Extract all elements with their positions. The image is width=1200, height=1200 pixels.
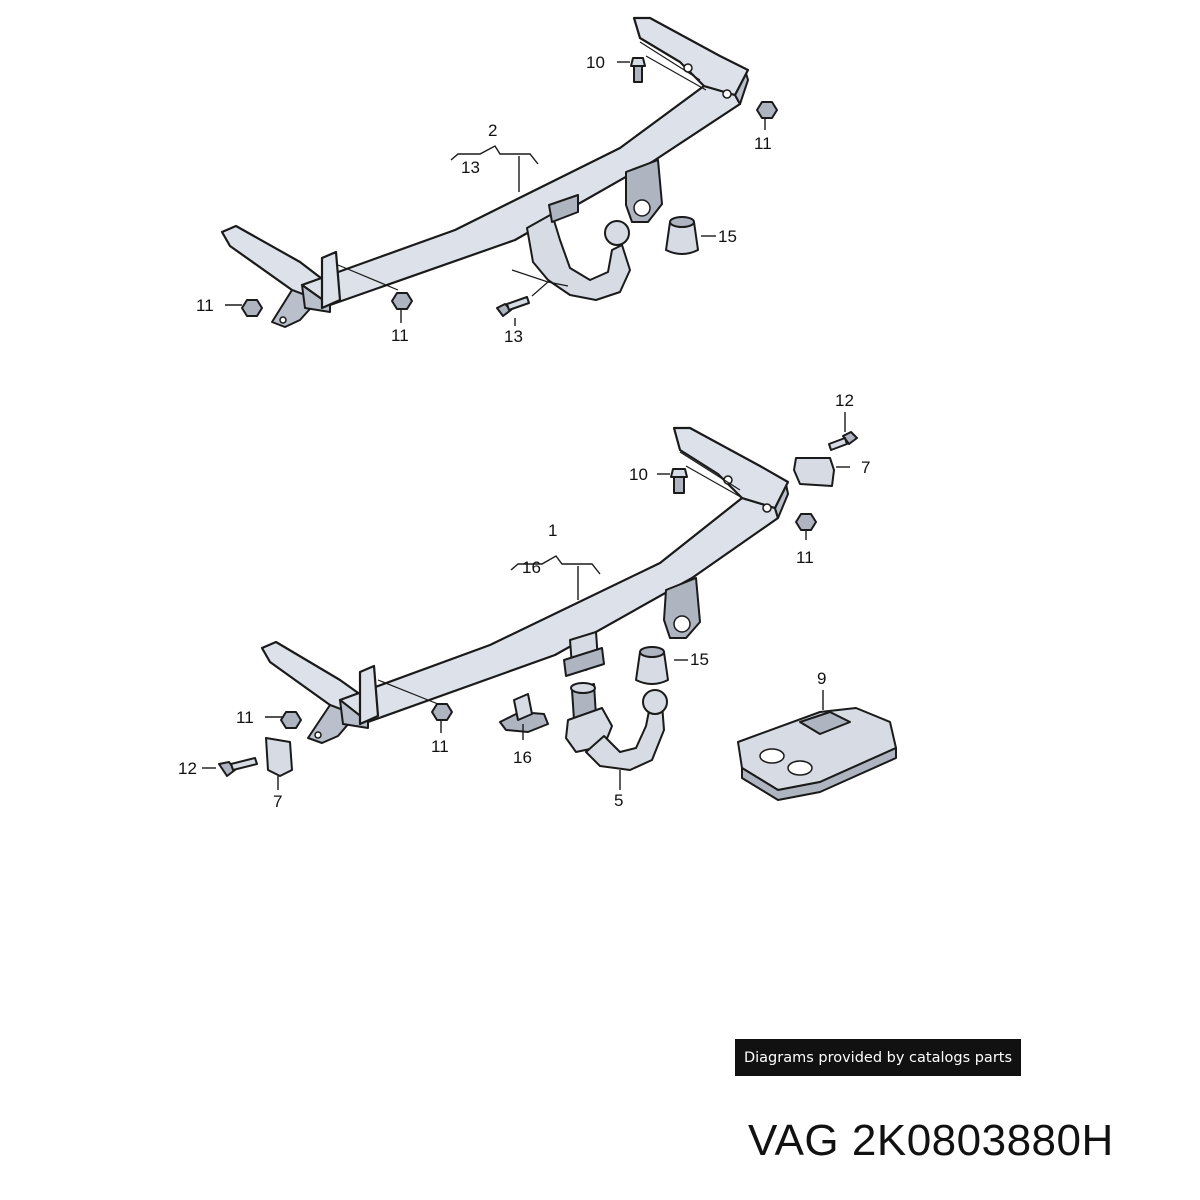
credit-text: Diagrams provided by catalogs parts [743, 1049, 1013, 1066]
callout-7-right: 7 [861, 458, 870, 477]
bottom-bracket-7-left [265, 737, 293, 777]
callout-15-bottom: 15 [690, 650, 709, 669]
callout-11-top-right: 11 [754, 134, 772, 153]
top-nut-11-right [756, 101, 778, 119]
callout-labels: 2 13 10 11 15 11 11 13 12 7 10 11 1 16 1… [178, 53, 870, 811]
top-leaders [225, 41, 766, 326]
bottom-bracket-7-right [793, 457, 835, 487]
bottom-bolt-12-left [218, 757, 258, 777]
callout-10-bottom: 10 [629, 465, 648, 484]
top-cross-beam [300, 16, 750, 313]
callout-11-bottom-left: 11 [236, 708, 254, 727]
callout-11-bottom-mid: 11 [431, 737, 449, 756]
bottom-tow-plate [663, 577, 701, 639]
bottom-nut-11-right [795, 513, 817, 531]
bottom-hook-socket [563, 631, 605, 677]
top-assembly [220, 16, 778, 328]
bottom-bolt-12-top [828, 431, 858, 451]
top-cap-15 [665, 216, 699, 255]
bottom-tray-9 [737, 707, 897, 801]
bottom-cap-15 [635, 646, 669, 685]
callout-7-left: 7 [273, 792, 282, 811]
callout-5: 5 [614, 791, 623, 810]
top-tow-plate [625, 159, 663, 223]
callout-1: 1 [548, 521, 557, 540]
bottom-cross-beam [338, 426, 790, 729]
top-nut-11-mid [391, 292, 413, 310]
callout-15-top: 15 [718, 227, 737, 246]
bottom-leaders [202, 412, 850, 790]
bottom-nut-11-left [280, 711, 302, 729]
callout-9: 9 [817, 669, 826, 688]
callout-11-top-left: 11 [196, 296, 214, 315]
top-bolt-13 [496, 296, 530, 317]
bottom-left-mount-arm [260, 640, 370, 744]
top-bolt-10 [630, 57, 646, 83]
callout-11-bottom-right: 11 [796, 548, 814, 567]
callout-12-top: 12 [835, 391, 854, 410]
callout-16-part: 16 [513, 748, 532, 767]
credit-banner: Diagrams provided by catalogs parts [735, 1039, 1021, 1076]
bottom-tow-hook-5 [565, 682, 668, 771]
bottom-bolt-10 [670, 468, 688, 494]
callout-13-bolt: 13 [504, 327, 523, 346]
callout-12-left: 12 [178, 759, 197, 778]
callout-11-top-mid: 11 [391, 326, 409, 345]
callout-13-bracket: 13 [461, 158, 480, 177]
bottom-nut-11-mid [431, 703, 453, 721]
callout-16-bracket: 16 [522, 558, 541, 577]
callout-10-top: 10 [586, 53, 605, 72]
callout-2: 2 [488, 121, 497, 140]
top-tow-hook [526, 194, 631, 301]
top-left-mount-arm [220, 224, 332, 328]
bottom-assembly [202, 412, 897, 801]
bottom-bracket-16 [499, 693, 549, 733]
top-nut-11-left [241, 299, 263, 317]
part-number-title: VAG 2K0803880H [748, 1116, 1114, 1165]
